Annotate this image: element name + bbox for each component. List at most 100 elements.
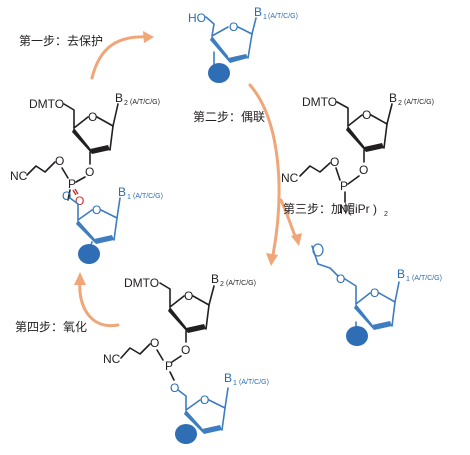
base-sub: 2 — [124, 100, 128, 107]
arrow-step1 — [90, 35, 148, 80]
acetyl-chain — [317, 263, 339, 277]
ring-bond-o-c1 — [237, 26, 253, 59]
c4-wedge — [354, 304, 374, 330]
arrow-step4 — [78, 280, 120, 328]
step2-label: 第二步：偶联 — [193, 110, 265, 124]
arrow-step1-head — [143, 31, 154, 43]
phosphorus: P — [68, 177, 76, 191]
base-set: (A/T/C/G) — [268, 13, 298, 20]
base-b: B — [254, 5, 262, 19]
o-p-bond — [347, 175, 360, 185]
solid-support-bead — [208, 63, 230, 83]
base-b: B — [211, 272, 219, 286]
oxo-oxygen: O — [75, 194, 84, 208]
ring-bond-o-c1-lower — [208, 399, 226, 431]
n-ipr-group: N( iPr ) — [339, 202, 377, 216]
ring-bond-o-c1 — [192, 295, 210, 330]
base-bond — [112, 103, 119, 127]
base-b: B — [389, 91, 397, 105]
ring-oxygen: O — [370, 286, 379, 300]
base-bond — [386, 103, 393, 125]
c4-wedge-lower — [76, 220, 96, 244]
base-sub-lower: 1 — [233, 380, 237, 387]
ring-oxygen-lower: O — [92, 203, 101, 217]
structure-phosphoramidite: DMTO O B 2 (A/T/C/G) O P O NC N( iPr ) 2 — [281, 91, 434, 218]
base-b-lower: B — [118, 185, 126, 199]
base-set: (A/T/C/G) — [404, 99, 434, 106]
o5-atom: O — [170, 381, 179, 395]
c2c3-wedge — [90, 145, 110, 154]
c2c3-wedge — [186, 324, 206, 333]
phosphorus: P — [165, 359, 173, 373]
o3-atom: O — [181, 343, 190, 357]
base-b-lower: B — [224, 371, 232, 385]
ring-bond-c4-o-lower — [185, 399, 201, 411]
ring-bond-o-c1 — [378, 292, 396, 327]
ring-oxygen-lower: O — [200, 393, 209, 407]
ring-bond-o-c1 — [96, 116, 114, 151]
nc-group: NC — [103, 352, 121, 366]
ch2-bond-lower — [69, 197, 79, 221]
c2c3-wedge — [228, 54, 248, 63]
dmto-group: DMTO — [29, 97, 64, 111]
c4-wedge — [168, 307, 188, 333]
ring-oxygen: O — [229, 20, 238, 34]
structure-phosphate-triester: DMTO O B 2 (A/T/C/G) O P O O NC O O B 1 — [10, 91, 163, 264]
ch2-bond — [63, 103, 75, 129]
p-double-bond-b — [74, 188, 79, 195]
p-o-bond — [156, 349, 164, 361]
step4-label: 第四步：氧化 — [15, 320, 87, 334]
ch2-bond — [159, 282, 171, 308]
base-bond — [394, 281, 400, 303]
base-b: B — [397, 267, 405, 281]
base-set-lower: (A/T/C/G) — [133, 193, 163, 200]
cyanoethyl-chain — [26, 161, 56, 176]
ring-oxygen: O — [184, 289, 193, 303]
structure-deprotected-nucleoside: HO O B 1 (A/T/C/G) — [188, 5, 298, 83]
c2c3-wedge — [372, 321, 392, 330]
c2c3-wedge-lower — [202, 425, 222, 434]
cyanoethyl-chain — [299, 162, 331, 177]
nc-group: NC — [10, 169, 28, 183]
n-ipr-sub: 2 — [384, 211, 388, 218]
ring-bond-c4-o — [355, 292, 371, 305]
ch2-bond — [205, 16, 215, 37]
ring-bond-c4-o — [211, 26, 229, 37]
base-sub: 2 — [220, 281, 224, 288]
o-cyanoethyl: O — [150, 336, 159, 350]
base-bond-lower — [224, 387, 229, 409]
step3-label: 第三步：加帽 — [283, 201, 355, 216]
base-sub: 1 — [263, 14, 267, 21]
p-o5-bond — [169, 371, 175, 381]
o3-atom: O — [85, 165, 94, 179]
ring-bond-o-c1-lower — [100, 209, 118, 241]
o-cyanoethyl: O — [55, 154, 64, 168]
ring-bond-c4-o — [347, 114, 363, 127]
c4-wedge — [210, 36, 230, 63]
ch2-bond-lower — [177, 389, 187, 411]
arrows — [74, 31, 302, 328]
ho-group: HO — [188, 11, 206, 25]
ester-oxygen: O — [336, 272, 345, 286]
ring-bond-c4-o — [73, 116, 89, 129]
c2c3-wedge-lower — [94, 235, 114, 244]
base-sub: 1 — [406, 276, 410, 283]
p-o-bond — [335, 167, 341, 181]
c2c3-wedge — [364, 143, 384, 152]
structure-capped-nucleoside: O O B 1 (A/T/C/G) — [311, 243, 442, 346]
base-set: (A/T/C/G) — [226, 280, 256, 287]
base-set: (A/T/C/G) — [130, 99, 160, 106]
ring-oxygen: O — [88, 110, 97, 124]
solid-support-bead — [78, 244, 100, 264]
base-set: (A/T/C/G) — [412, 275, 442, 282]
arrow-step4-head — [74, 272, 86, 285]
base-bond — [251, 17, 257, 35]
ch2-bond — [336, 101, 349, 127]
ring-oxygen: O — [362, 108, 371, 122]
dmto-group: DMTO — [302, 95, 337, 109]
base-b: B — [115, 91, 123, 105]
c4-wedge-lower — [184, 410, 204, 434]
c4-wedge — [72, 128, 92, 154]
